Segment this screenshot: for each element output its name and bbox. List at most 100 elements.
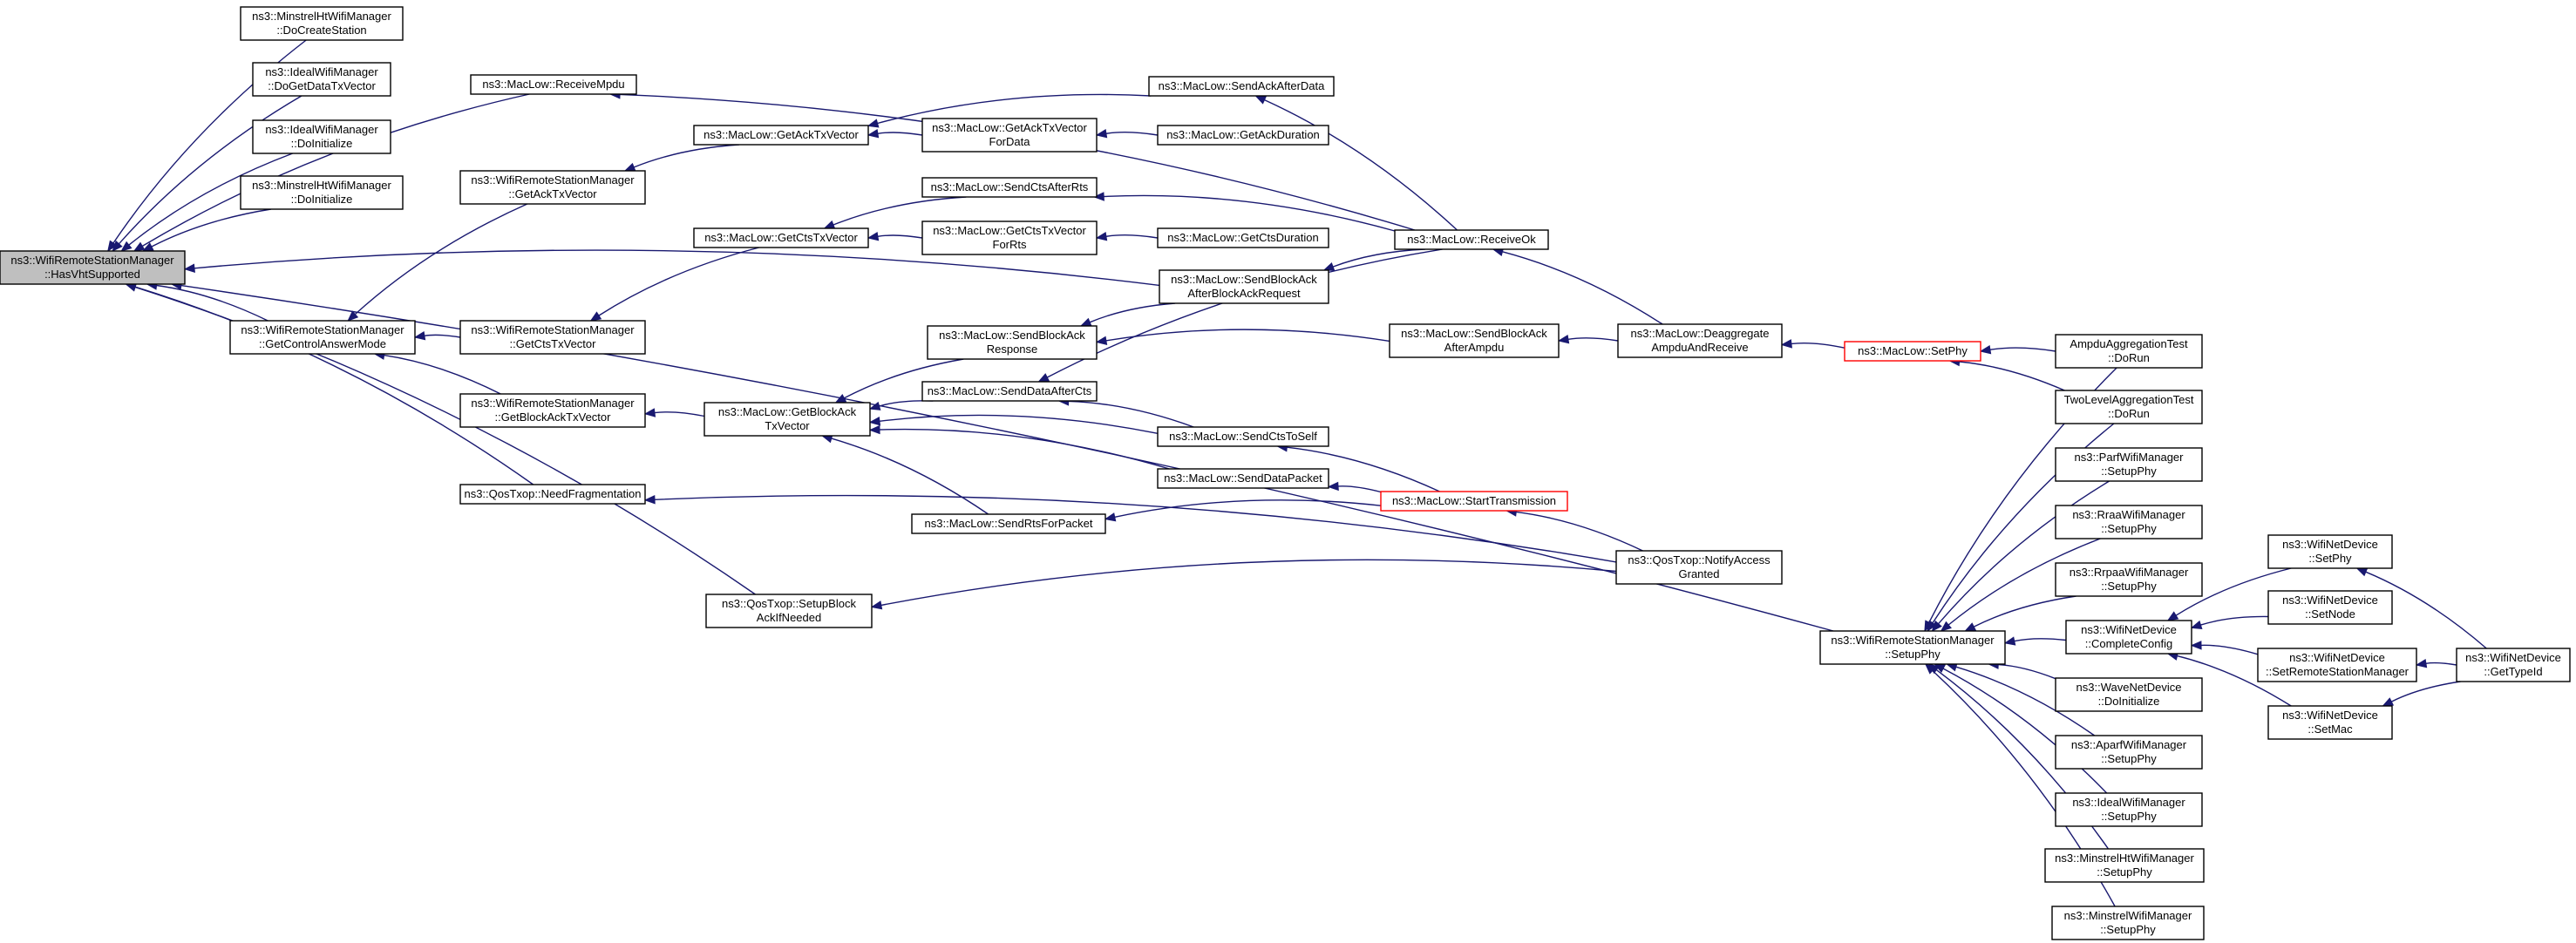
function-node-ml_sendackafterdata[interactable]: ns3::MacLow::SendAckAfterData (1148, 76, 1335, 97)
node-label-line: ns3::MacLow::ReceiveMpdu (482, 78, 624, 91)
node-box (703, 402, 871, 437)
call-edge-ml_sendctstoself-to-ml_senddataaftercts (1057, 397, 1194, 428)
function-node-ml_sendrtsforpacket[interactable]: ns3::MacLow::SendRtsForPacket (911, 513, 1106, 534)
function-node-ml_getctsduration[interactable]: ns3::MacLow::GetCtsDuration (1157, 227, 1329, 248)
function-node-minstrelht_setupphy[interactable]: ns3::MinstrelHtWifiManager::SetupPhy (2044, 848, 2205, 883)
call-edge-wrsm_getctstx-to-getcontrolanswermode (413, 330, 461, 341)
call-edge-ml_receiveok-to-ml_sendblockackafterreq (1322, 248, 1425, 271)
function-node-ideal_getdatatx[interactable]: ns3::IdealWifiManager::DoGetDataTxVector (252, 62, 391, 97)
edge-line (194, 249, 1160, 287)
call-edge-needfrag-to-root (125, 282, 534, 485)
function-node-minstrelht_create[interactable]: ns3::MinstrelHtWifiManager::DoCreateStat… (240, 6, 404, 41)
node-label-line: ns3::AparfWifiManager (2071, 738, 2187, 751)
call-edge-rraa_setupphy-to-wrsm_setupphy (1940, 538, 2101, 632)
call-edge-ml_sendrtsforpacket-to-ml_getblockacktx (820, 434, 989, 515)
function-node-ml_getacktx[interactable]: ns3::MacLow::GetAckTxVector (693, 125, 869, 146)
function-node-minstrel_setupphy[interactable]: ns3::MinstrelWifiManager::SetupPhy (2051, 906, 2205, 940)
node-label-line: ns3::WifiRemoteStationManager (241, 323, 404, 336)
node-box (252, 119, 391, 154)
function-node-ml_receiveok[interactable]: ns3::MacLow::ReceiveOk (1394, 229, 1549, 250)
function-node-aparf_setupphy[interactable]: ns3::AparfWifiManager::SetupPhy (2055, 735, 2203, 770)
node-label-line: ns3::RraaWifiManager (2072, 508, 2185, 521)
function-node-minstrelht_doinit[interactable]: ns3::MinstrelHtWifiManager::DoInitialize (240, 175, 404, 210)
function-node-wrsm_getacktx[interactable]: ns3::WifiRemoteStationManager::GetAckTxV… (459, 170, 646, 205)
function-node-wnd_gettypeid[interactable]: ns3::WifiNetDevice::GetTypeId (2456, 648, 2571, 682)
function-node-ml_sendctstoself[interactable]: ns3::MacLow::SendCtsToSelf (1157, 426, 1329, 447)
function-node-wnd_setnode[interactable]: ns3::WifiNetDevice::SetNode (2267, 590, 2393, 625)
arrowhead-icon (1254, 95, 1268, 105)
function-node-receivempdu[interactable]: ns3::MacLow::ReceiveMpdu (470, 74, 637, 95)
function-node-ml_getctstx[interactable]: ns3::MacLow::GetCtsTxVector (693, 227, 869, 248)
node-box (1159, 269, 1329, 304)
function-node-needfrag[interactable]: ns3::QosTxop::NeedFragmentation (459, 484, 646, 505)
node-label-line: TwoLevelAggregationTest (2064, 393, 2194, 406)
node-label-line: ns3::MinstrelHtWifiManager (2055, 851, 2194, 865)
function-node-ideal_setupphy[interactable]: ns3::IdealWifiManager::SetupPhy (2055, 792, 2203, 827)
function-node-ml_setphy[interactable]: ns3::MacLow::SetPhy (1844, 341, 1981, 362)
function-node-rraa_setupphy[interactable]: ns3::RraaWifiManager::SetupPhy (2055, 505, 2203, 539)
function-node-ideal_doinit[interactable]: ns3::IdealWifiManager::DoInitialize (252, 119, 391, 154)
call-edge-ml_sendackafterdata-to-ml_getacktx (867, 93, 1152, 128)
function-node-wnd_setphy[interactable]: ns3::WifiNetDevice::SetPhy (2267, 534, 2393, 569)
node-label-line: ::SetupPhy (1885, 648, 1940, 661)
node-box (2267, 705, 2393, 740)
arrowhead-icon (1931, 620, 1942, 633)
arrowhead-icon (1104, 512, 1117, 522)
function-node-rrpaa_setupphy[interactable]: ns3::RrpaaWifiManager::SetupPhy (2055, 562, 2203, 597)
node-box (229, 320, 416, 355)
function-node-ml_getblockacktx[interactable]: ns3::MacLow::GetBlockAckTxVector (703, 402, 871, 437)
node-box (2065, 620, 2192, 655)
function-node-wnd_completeconfig[interactable]: ns3::WifiNetDevice::CompleteConfig (2065, 620, 2192, 655)
call-edge-ml_sendctstoself-to-ml_getblockacktx (868, 414, 1159, 434)
arrowhead-icon (1095, 336, 1108, 345)
node-box (2267, 534, 2393, 569)
arrowhead-icon (2190, 641, 2202, 650)
node-label-line: ::DoRun (2108, 351, 2150, 364)
function-node-parf_setupphy[interactable]: ns3::ParfWifiManager::SetupPhy (2055, 447, 2203, 482)
function-node-wrsm_getctstx[interactable]: ns3::WifiRemoteStationManager::GetCtsTxV… (459, 320, 646, 355)
function-node-ml_senddatapacket[interactable]: ns3::MacLow::SendDataPacket (1157, 468, 1329, 489)
node-label-line: ns3::MacLow::GetCtsDuration (1167, 231, 1318, 244)
arrowhead-icon (133, 241, 146, 252)
edge-line (1791, 342, 1845, 349)
node-label-line: ns3::MacLow::SendBlockAck (1171, 273, 1317, 286)
call-edge-ml_sendblockackafterreq-to-root (183, 249, 1160, 287)
node-label-line: ForData (989, 135, 1031, 148)
function-node-root[interactable]: ns3::WifiRemoteStationManager::HasVhtSup… (0, 250, 186, 285)
arrowhead-icon (1927, 620, 1937, 633)
function-node-ml_sendctsafterrts[interactable]: ns3::MacLow::SendCtsAfterRts (921, 177, 1098, 198)
function-node-ampduaggtest_dorun[interactable]: AmpduAggregationTest::DoRun (2055, 334, 2203, 369)
node-label-line: ns3::WifiNetDevice (2081, 623, 2177, 636)
function-node-wrsm_getblockacktx[interactable]: ns3::WifiRemoteStationManager::GetBlockA… (459, 393, 646, 428)
call-edge-ml_receiveok-to-ml_sendackafterdata (1254, 95, 1458, 231)
edge-line (877, 132, 923, 136)
function-node-getcontrolanswermode[interactable]: ns3::WifiRemoteStationManager::GetContro… (229, 320, 416, 355)
function-node-twolevelaggtest_dorun[interactable]: TwoLevelAggregationTest::DoRun (2055, 390, 2203, 424)
call-edge-ml_sendctsafterrts-to-ml_getctstx (823, 196, 967, 229)
function-node-wrsm_setupphy[interactable]: ns3::WifiRemoteStationManager::SetupPhy (1819, 630, 2006, 665)
node-label-line: ::SetupPhy (2101, 465, 2157, 478)
arrowhead-icon (183, 263, 195, 273)
arrowhead-icon (1557, 334, 1570, 344)
edge-line (128, 153, 293, 246)
function-node-ml_sendblockackafterreq[interactable]: ns3::MacLow::SendBlockAckAfterBlockAckRe… (1159, 269, 1329, 304)
function-node-wnd_setrsm[interactable]: ns3::WifiNetDevice::SetRemoteStationMana… (2257, 648, 2417, 682)
node-box (470, 74, 637, 95)
node-label-line: ::SetupPhy (2097, 865, 2152, 879)
node-label-line: ::GetCtsTxVector (510, 337, 597, 350)
function-node-ml_getackduration[interactable]: ns3::MacLow::GetAckDuration (1157, 125, 1329, 146)
function-node-ml_senddataaftercts[interactable]: ns3::MacLow::SendDataAfterCts (921, 381, 1098, 402)
function-node-ml_starttransmission[interactable]: ns3::MacLow::StartTransmission (1380, 491, 1568, 512)
function-node-wavend_doinit[interactable]: ns3::WaveNetDevice::DoInitialize (2055, 677, 2203, 712)
function-node-wnd_setmac[interactable]: ns3::WifiNetDevice::SetMac (2267, 705, 2393, 740)
edge-line (1567, 337, 1619, 342)
node-label-line: ns3::WifiNetDevice (2282, 709, 2378, 722)
call-edge-getcontrolanswermode-to-root (146, 281, 268, 322)
